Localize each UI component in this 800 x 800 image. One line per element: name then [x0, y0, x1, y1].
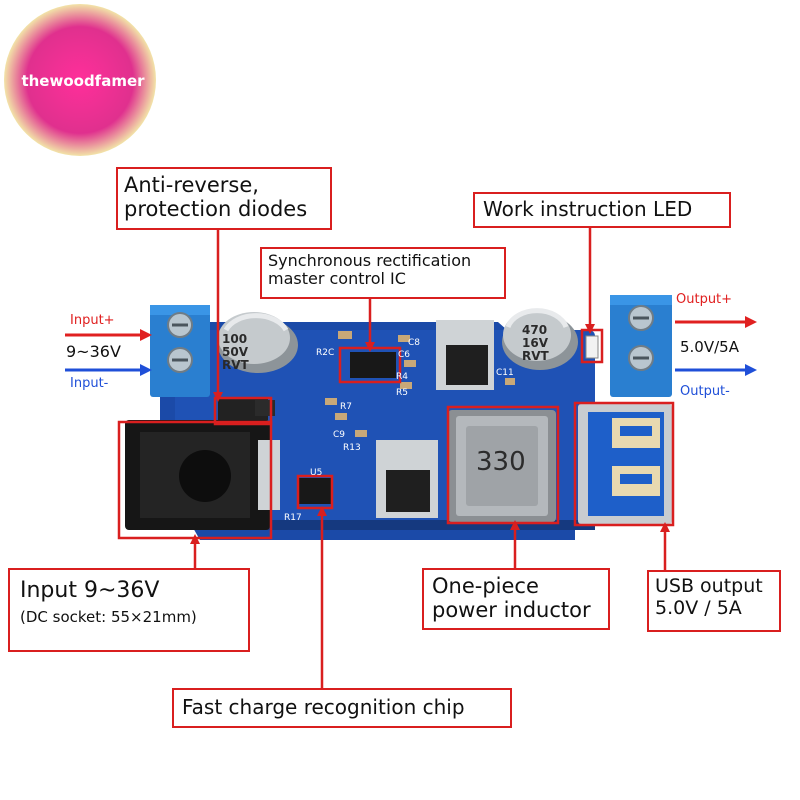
silk-u5: U5 [310, 468, 323, 478]
callout-input-dc: Input 9~36V (DC socket: 55×21mm) [8, 568, 250, 652]
silk-r7: R7 [340, 402, 352, 412]
callout-inductor-line2: power inductor [432, 598, 591, 623]
cap-right-marking: 470 16V RVT [522, 324, 549, 363]
callout-fast-charge-line1: Fast charge recognition chip [182, 695, 465, 719]
callout-sync-rect-line1: Synchronous rectification [268, 251, 472, 270]
output-capacitor-icon [502, 308, 578, 370]
callout-sync-rect: Synchronous rectification master control… [260, 247, 506, 299]
silk-r4: R4 [396, 372, 408, 382]
diode-highlight [213, 396, 273, 426]
leader-lines [193, 226, 667, 690]
callout-anti-reverse-line1: Anti-reverse, [124, 173, 259, 197]
callout-anti-reverse-line2: protection diodes [124, 197, 308, 222]
silk-c6: C6 [398, 350, 411, 360]
dc-jack-icon [125, 420, 280, 530]
silk-r5: R5 [396, 388, 408, 398]
output-value-label: 5.0V/5A [680, 338, 739, 356]
callout-anti-reverse: Anti-reverse, protection diodes [116, 167, 332, 230]
mosfet-bottom [376, 440, 438, 518]
sync-ic-chip [350, 352, 396, 378]
power-inductor-icon [448, 410, 556, 522]
logo-badge [4, 4, 156, 156]
output-plus-arrow [675, 316, 757, 328]
input-plus-label: Input+ [70, 313, 115, 328]
output-minus-arrow [675, 364, 757, 376]
callout-fast-charge: Fast charge recognition chip [172, 688, 512, 728]
output-minus-label: Output- [680, 384, 730, 399]
input-capacitor-icon [218, 312, 298, 373]
input-range-label: 9~36V [66, 342, 121, 361]
callout-usb-output-line2: 5.0V / 5A [655, 596, 742, 619]
cap-left-line2: 50V [222, 345, 248, 359]
mosfet-top [436, 320, 494, 390]
callout-usb-output-line1: USB output [655, 575, 763, 597]
usb-port-icon [578, 404, 672, 524]
silk-r17: R17 [284, 513, 302, 523]
cap-left-marking: 100 50V RVT [222, 333, 249, 372]
callout-sync-rect-line2: master control IC [268, 269, 406, 289]
callout-usb-output: USB output 5.0V / 5A [647, 570, 781, 632]
callout-work-led: Work instruction LED [473, 192, 731, 228]
work-led-icon [585, 335, 599, 359]
fast-charge-chip [298, 478, 332, 504]
cap-right-line2: 16V [522, 336, 548, 350]
inductor-code: 330 [476, 447, 526, 477]
leader-arrowheads [190, 324, 670, 544]
callout-work-led-line1: Work instruction LED [483, 197, 693, 221]
callout-input-dc-line1: Input 9~36V [20, 578, 160, 603]
silk-c11: C11 [496, 368, 514, 378]
cap-left-line1: 100 [222, 332, 248, 346]
usb-highlight [573, 401, 675, 527]
output-plus-label: Output+ [676, 292, 733, 307]
chip-highlight [296, 474, 334, 510]
silk-c8: C8 [408, 338, 421, 348]
callout-inductor: One-piece power inductor [422, 568, 610, 630]
input-minus-arrow [65, 364, 152, 376]
output-screw-terminal-icon [610, 295, 672, 397]
cap-right-line3: RVT [522, 349, 549, 363]
smd-parts [325, 331, 515, 437]
inductor-highlight [446, 405, 560, 525]
silk-c9: C9 [333, 430, 346, 440]
cap-left-line3: RVT [222, 358, 249, 372]
silk-r2c: R2C [316, 348, 335, 358]
input-screw-terminal-icon [150, 305, 210, 397]
input-minus-label: Input- [70, 376, 109, 391]
cap-right-line1: 470 [522, 323, 548, 337]
callout-inductor-line1: One-piece [432, 574, 539, 598]
input-plus-arrow [65, 329, 152, 341]
silk-r13: R13 [343, 443, 361, 453]
callout-input-dc-line2: (DC socket: 55×21mm) [20, 608, 197, 627]
logo-text: thewoodfamer [21, 72, 145, 90]
